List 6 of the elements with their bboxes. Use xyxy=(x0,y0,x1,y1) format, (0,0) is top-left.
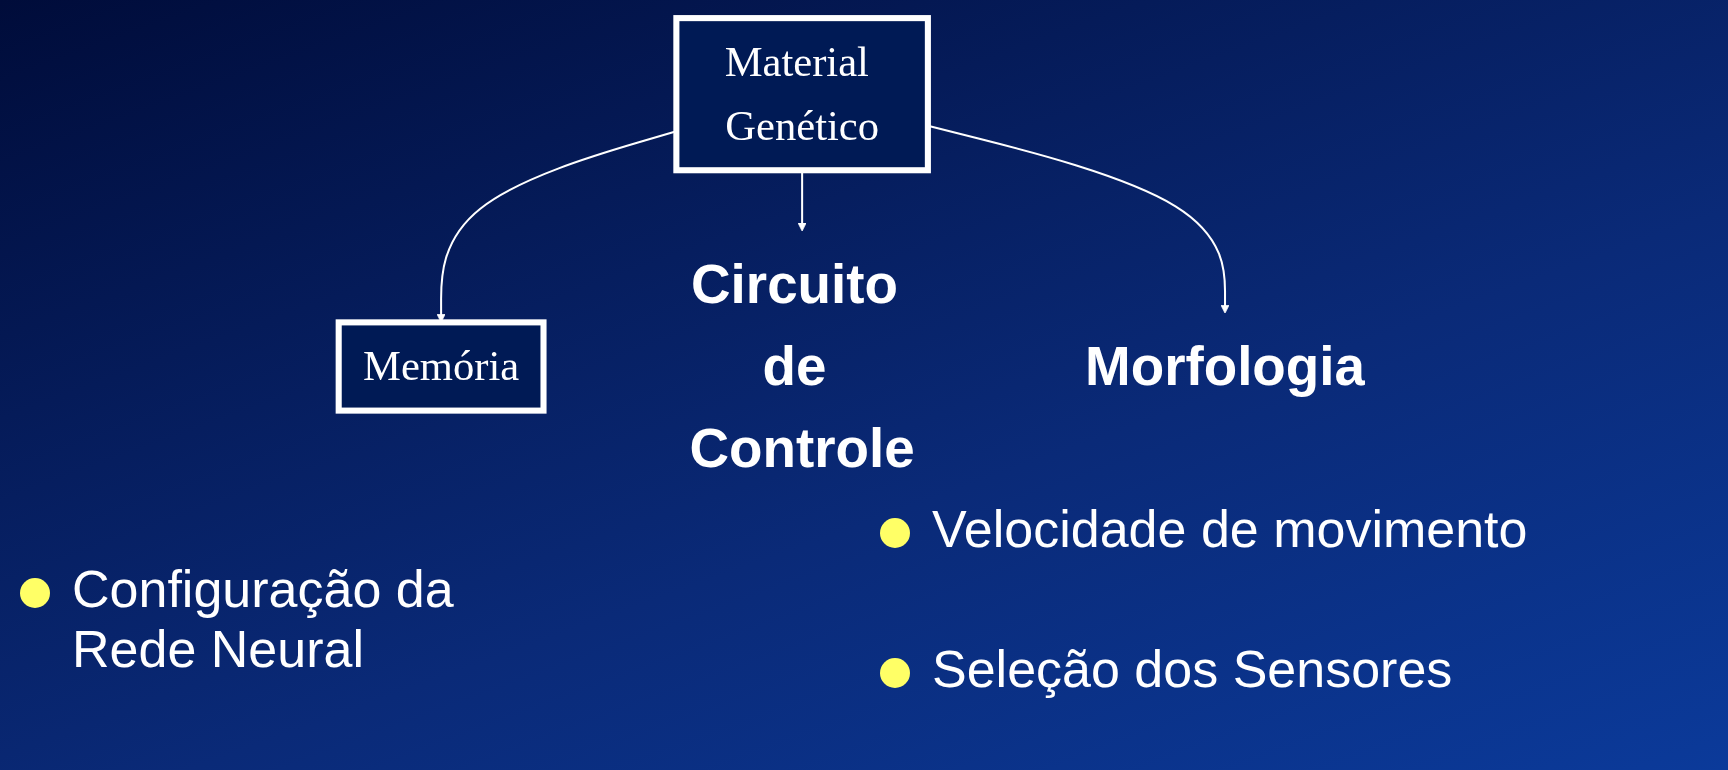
node-box xyxy=(673,15,931,174)
bullet-text: Seleção dos Sensores xyxy=(932,640,1453,700)
node-text: Circuito de Controle xyxy=(689,253,915,479)
bullet-text: Configuração da Rede Neural xyxy=(72,560,455,680)
node-text: Morfologia xyxy=(1085,335,1365,397)
node-box xyxy=(335,319,547,414)
